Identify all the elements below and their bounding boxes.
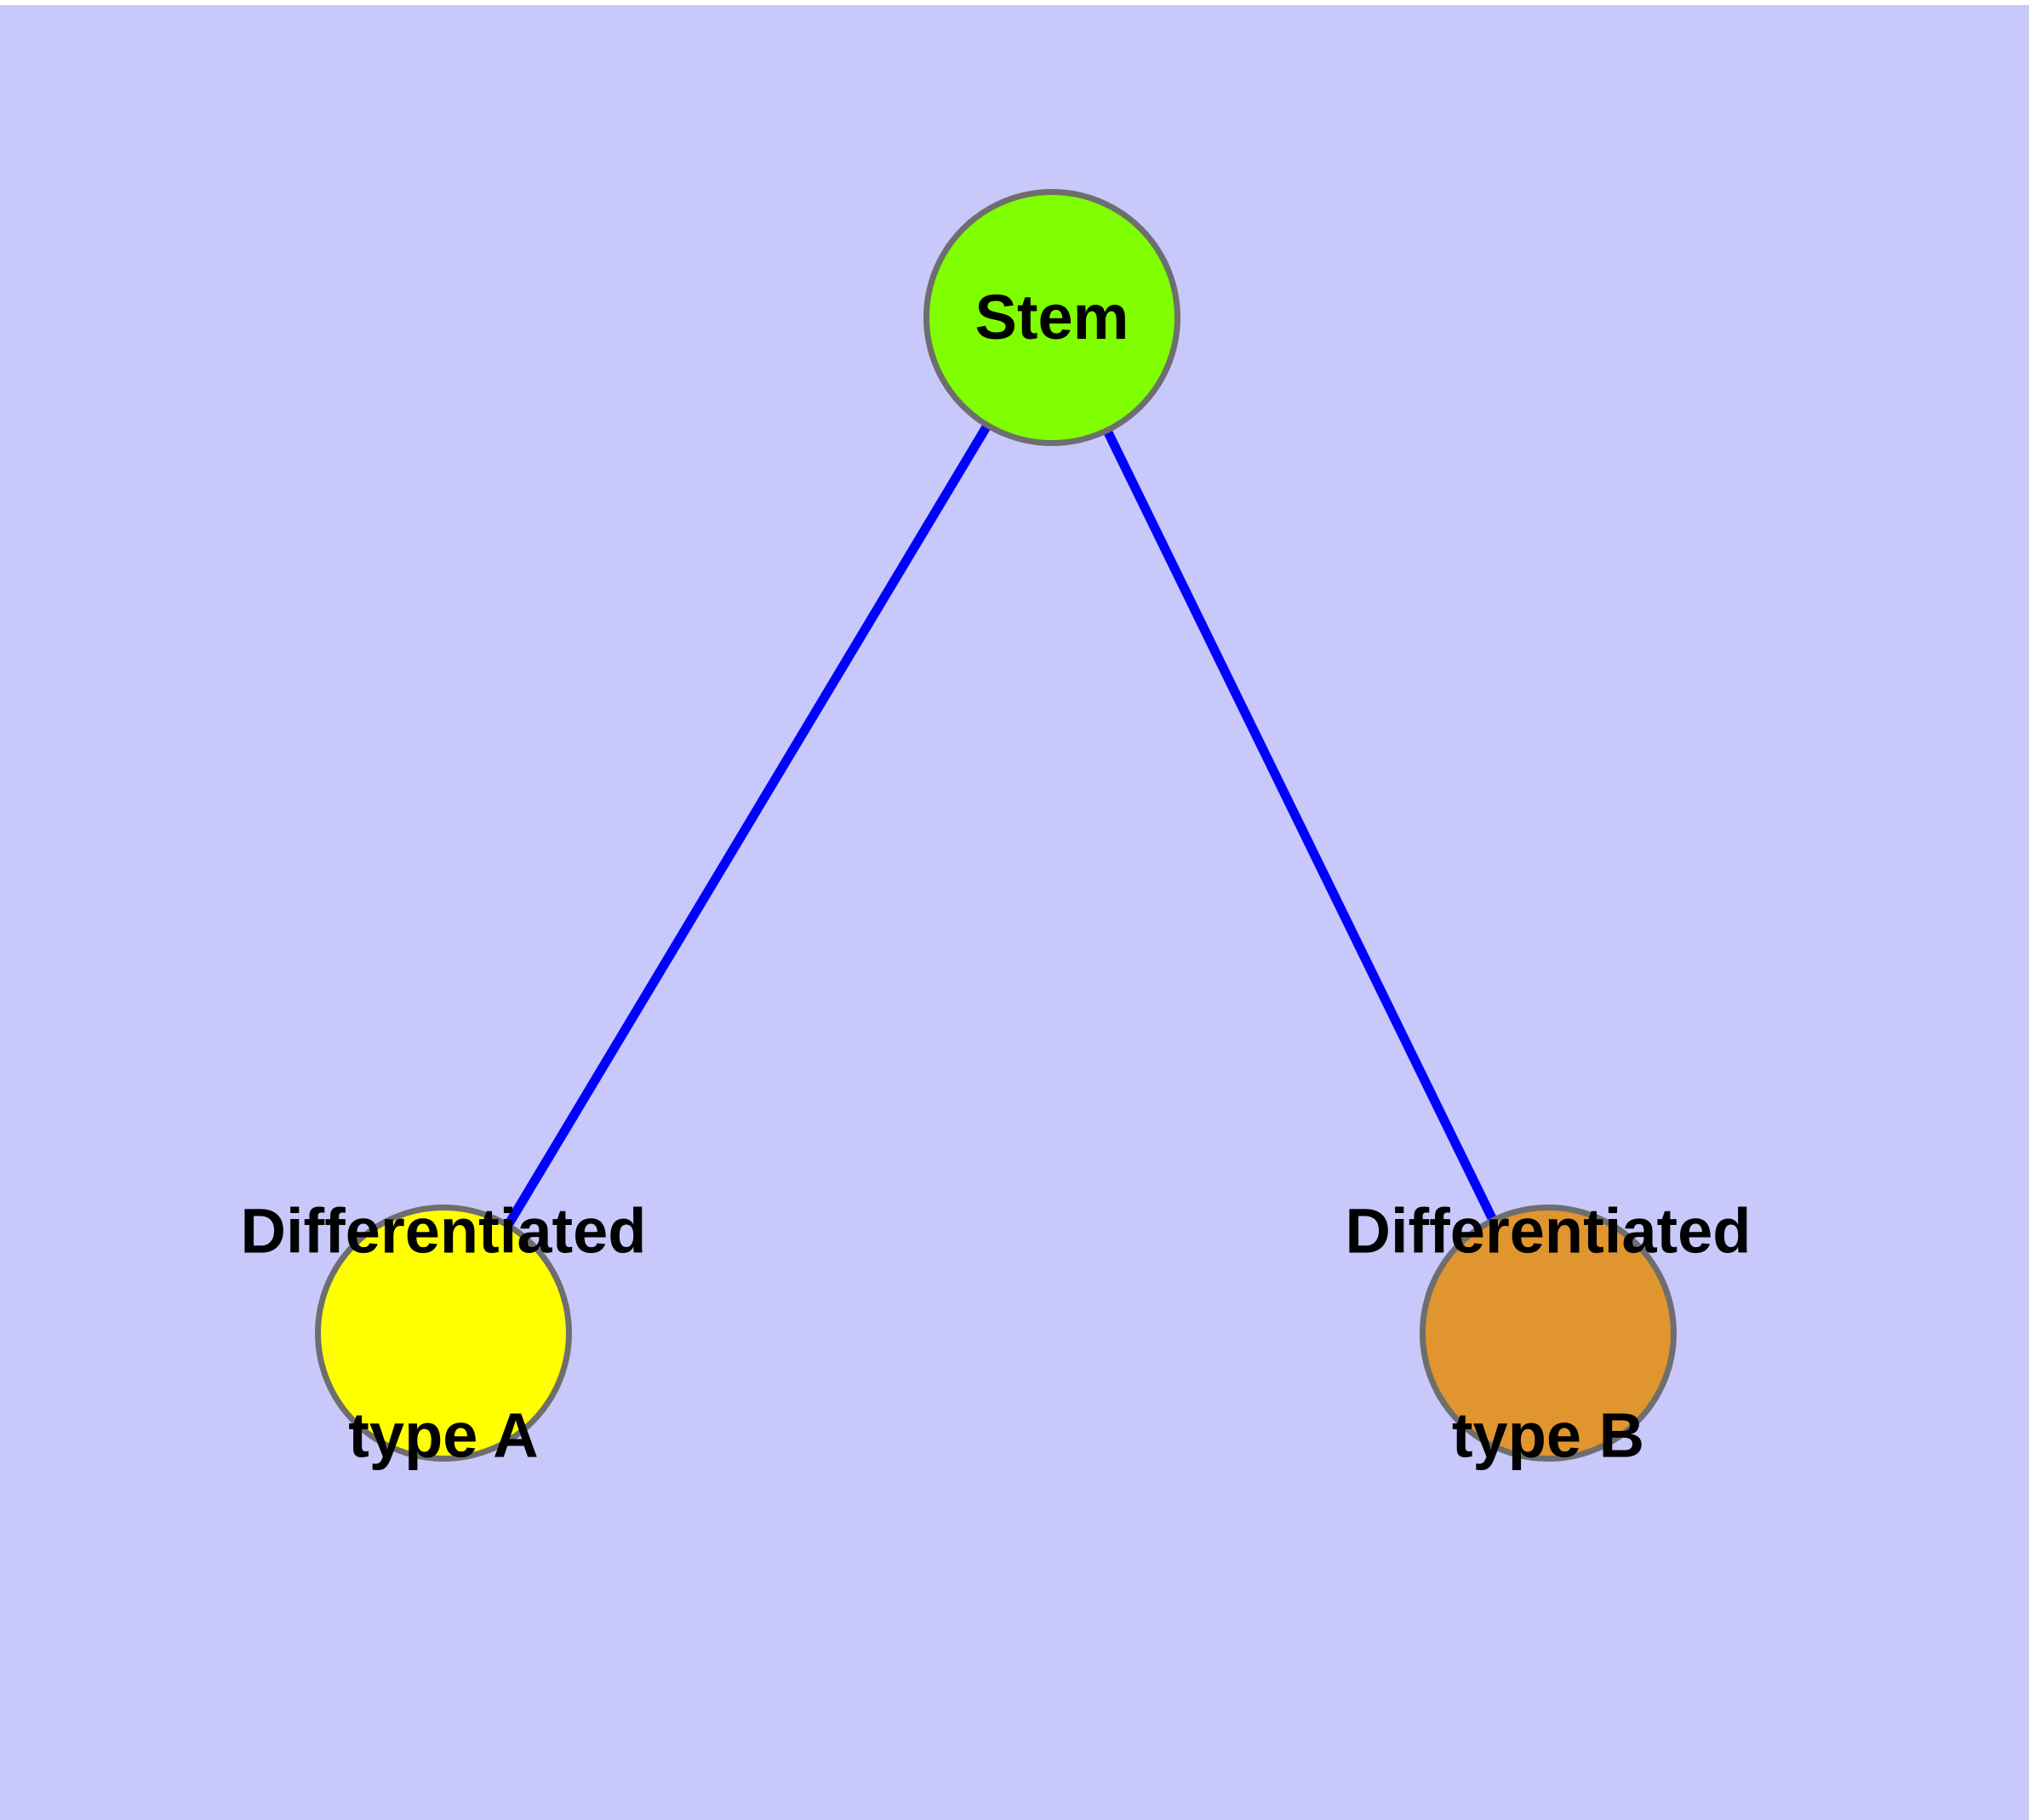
edge-stem-to-differentiated-type-a[interactable] (439, 315, 1056, 1336)
edge-stem-to-differentiated-type-b[interactable] (1048, 315, 1552, 1336)
node-differentiated-type-a[interactable] (315, 1205, 572, 1462)
node-differentiated-type-b[interactable] (1420, 1205, 1677, 1462)
node-layer (315, 189, 1677, 1462)
node-stem[interactable] (923, 189, 1180, 446)
edge-layer (439, 315, 1552, 1336)
